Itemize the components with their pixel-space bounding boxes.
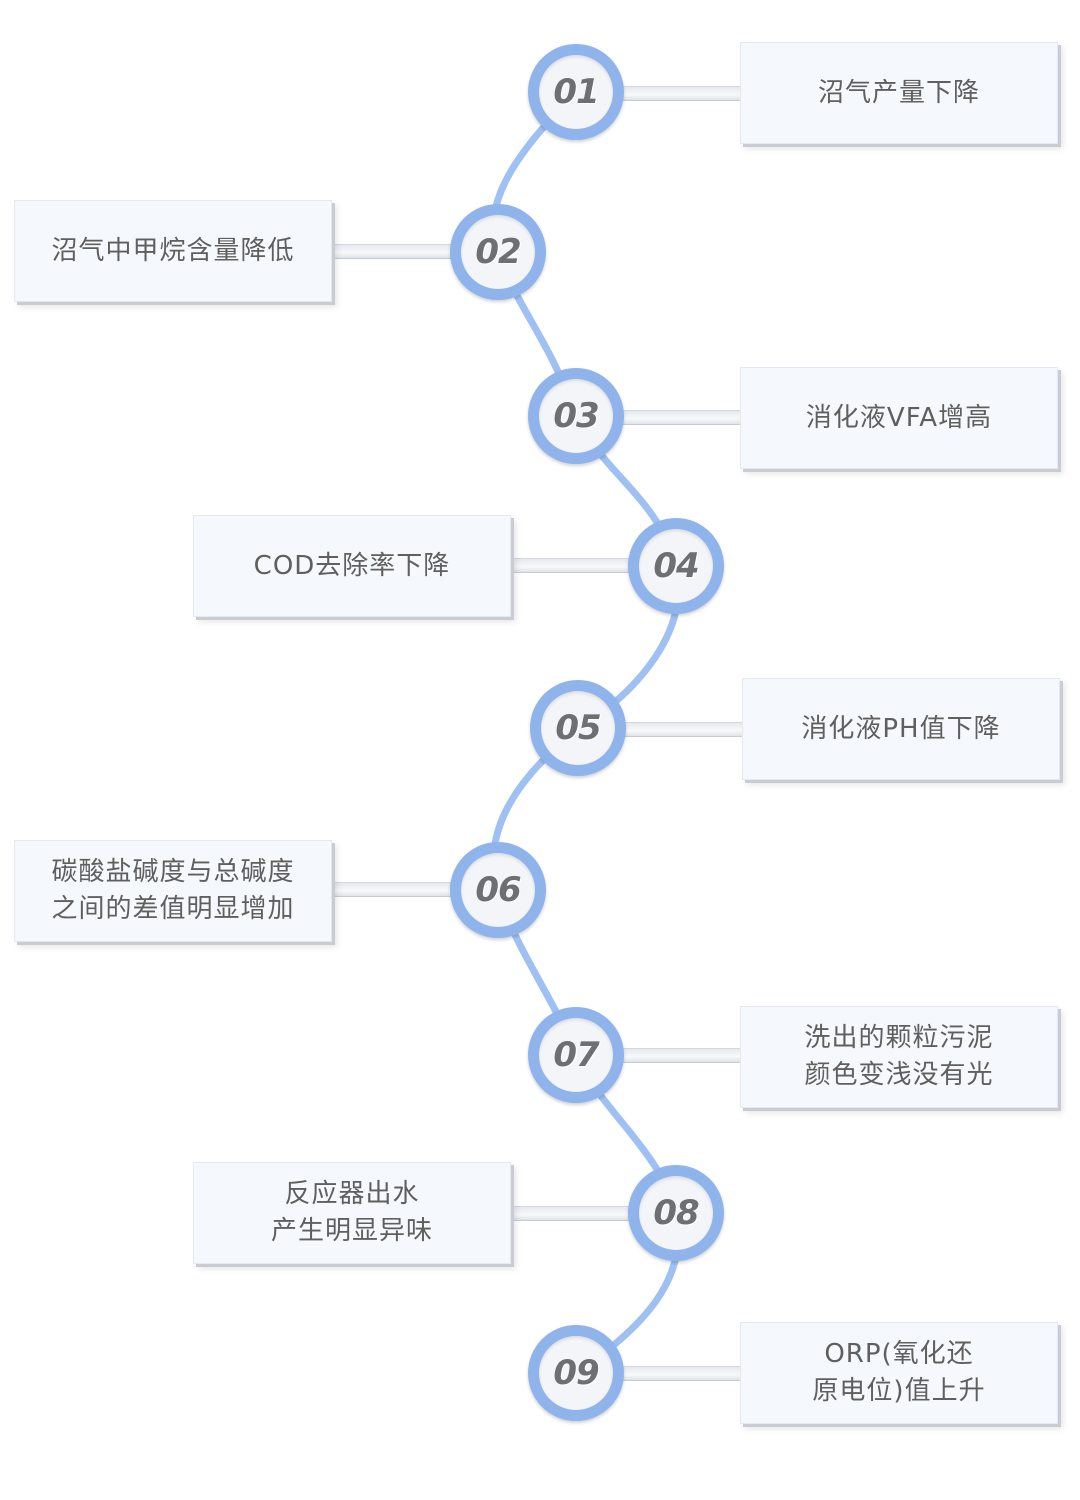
connector-01 xyxy=(600,86,742,101)
step-number-08: 08 xyxy=(653,1193,699,1233)
step-node-02: 02 xyxy=(450,204,546,300)
connector-02 xyxy=(330,244,480,259)
step-box-05: 消化液PH值下降 xyxy=(742,678,1060,780)
connector-08 xyxy=(508,1206,648,1221)
connector-05 xyxy=(600,722,745,737)
step-text-06: 碳酸盐碱度与总碱度 之间的差值明显增加 xyxy=(51,857,295,924)
step-node-04: 04 xyxy=(628,518,724,614)
step-node-01: 01 xyxy=(528,44,624,140)
step-box-08: 反应器出水 产生明显异味 xyxy=(193,1162,511,1264)
step-number-09: 09 xyxy=(553,1353,599,1393)
step-box-09: ORP(氧化还 原电位)值上升 xyxy=(740,1322,1058,1424)
step-text-03: 消化液VFA增高 xyxy=(805,402,993,433)
step-number-05: 05 xyxy=(555,708,601,748)
step-node-09: 09 xyxy=(528,1325,624,1421)
step-number-06: 06 xyxy=(475,870,521,910)
step-text-02: 沼气中甲烷含量降低 xyxy=(51,235,295,266)
step-text-09: ORP(氧化还 原电位)值上升 xyxy=(812,1339,986,1406)
step-text-05: 消化液PH值下降 xyxy=(801,713,1001,744)
step-text-01: 沼气产量下降 xyxy=(817,77,980,108)
step-text-08: 反应器出水 产生明显异味 xyxy=(270,1179,433,1246)
connector-03 xyxy=(600,410,742,425)
step-number-02: 02 xyxy=(475,232,521,272)
step-node-03: 03 xyxy=(528,368,624,464)
step-box-01: 沼气产量下降 xyxy=(740,42,1058,144)
step-box-06: 碳酸盐碱度与总碱度 之间的差值明显增加 xyxy=(14,840,332,942)
step-box-04: COD去除率下降 xyxy=(193,515,511,617)
step-number-07: 07 xyxy=(553,1035,599,1075)
connector-04 xyxy=(508,558,648,573)
step-node-05: 05 xyxy=(530,680,626,776)
step-box-07: 洗出的颗粒污泥 颜色变浅没有光 xyxy=(740,1006,1058,1108)
connector-06 xyxy=(330,882,480,897)
step-box-03: 消化液VFA增高 xyxy=(740,367,1058,469)
step-box-02: 沼气中甲烷含量降低 xyxy=(14,200,332,302)
step-number-03: 03 xyxy=(553,396,599,436)
step-node-06: 06 xyxy=(450,842,546,938)
step-number-01: 01 xyxy=(553,72,599,112)
step-node-07: 07 xyxy=(528,1007,624,1103)
step-text-04: COD去除率下降 xyxy=(253,550,451,581)
step-node-08: 08 xyxy=(628,1165,724,1261)
connector-07 xyxy=(600,1048,742,1063)
connector-09 xyxy=(600,1366,742,1381)
step-text-07: 洗出的颗粒污泥 颜色变浅没有光 xyxy=(804,1023,994,1090)
step-number-04: 04 xyxy=(653,546,699,586)
